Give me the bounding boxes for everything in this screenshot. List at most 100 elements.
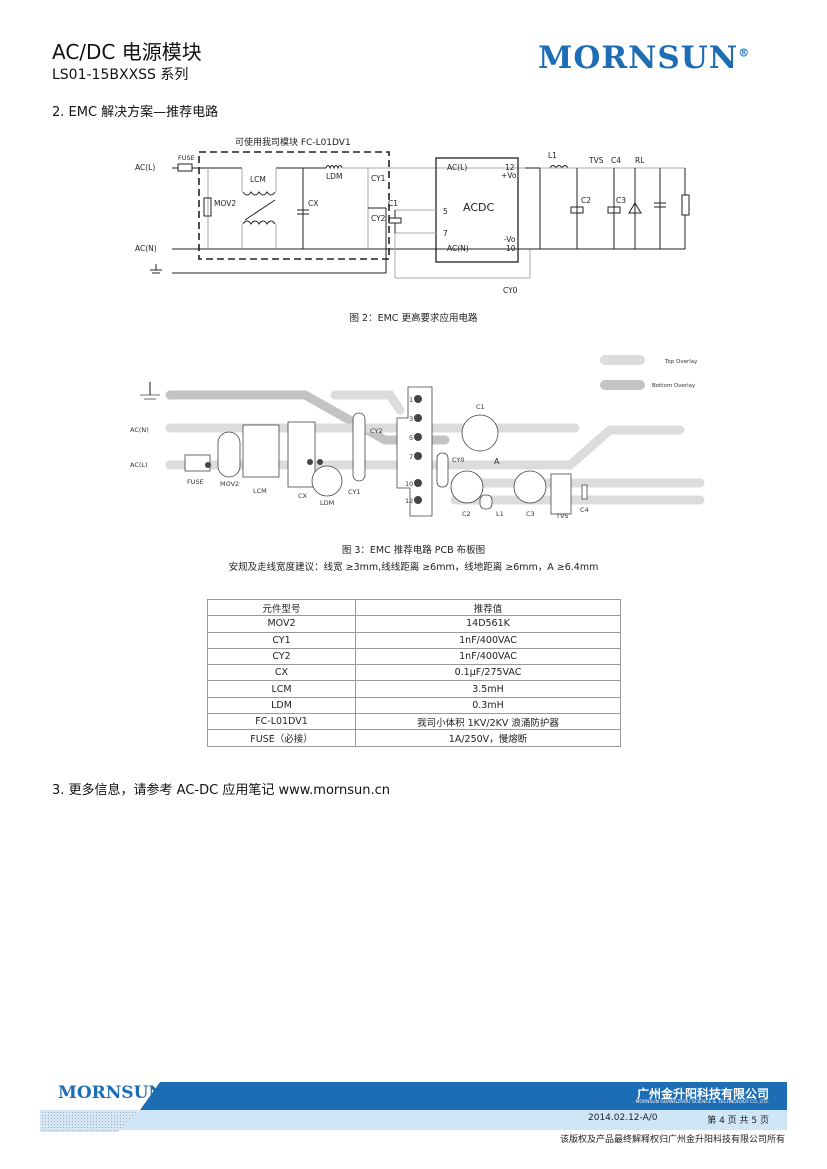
legend-top-overlay: Top Overlay: [664, 359, 698, 365]
pin-10: 10: [506, 244, 516, 253]
footer-logo-text: MORNSUN: [58, 1083, 164, 1103]
pcb-label-fuse: FUSE: [187, 478, 204, 486]
ldm-coil: [325, 165, 343, 170]
pin-10: 10: [405, 480, 413, 488]
cell-value: 0.1μF/275VAC: [355, 664, 621, 682]
page-title: AC/DC 电源模块: [52, 40, 202, 64]
lcm-bottom: [242, 220, 276, 225]
cell-part: CY2: [207, 647, 356, 666]
cell-value: 1nF/400VAC: [355, 647, 621, 666]
pin-acl: AC(L): [447, 163, 467, 172]
label-tvs: TVS: [588, 156, 604, 165]
label-cy0: CY0: [503, 286, 518, 295]
label-c2: C2: [581, 196, 591, 205]
pcb-label-cy1: CY1: [348, 488, 361, 496]
pcb-label-cy0: CY0: [452, 456, 465, 464]
pcb-label-acl: AC(L): [130, 461, 148, 469]
label-fuse: FUSE: [178, 154, 195, 162]
cell-part: CY1: [207, 631, 356, 649]
footer-banner: [40, 1082, 787, 1132]
pcb-label-cx: CX: [298, 492, 308, 500]
emc-schematic: 可使用我司模块 FC-L01DV1 AC(L) AC(N) FUSE MOV2 …: [135, 136, 690, 295]
cell-part: LDM: [207, 696, 356, 715]
header-value: 推荐值: [355, 598, 621, 617]
c1-symbol: [388, 217, 402, 224]
label-c3: C3: [616, 196, 626, 205]
pin-vo-pos: +Vo: [501, 171, 517, 180]
pcb-label-c1: C1: [476, 403, 485, 411]
product-series: LS01-15BXXSS 系列: [52, 67, 189, 83]
footer-company-cn: 广州金升阳科技有限公司: [636, 1087, 769, 1101]
section-3-heading: 3. 更多信息，请参考 AC-DC 应用笔记 www.mornsun.cn: [52, 783, 391, 798]
brand-logo: MORNSUN®: [538, 40, 750, 76]
pcb-label-a: A: [494, 457, 500, 466]
header-part: 元件型号: [207, 598, 356, 617]
pcb-label-c3: C3: [526, 510, 535, 518]
cell-value: 1A/250V，慢熔断: [355, 729, 621, 747]
section-2-heading: 2. EMC 解决方案—推荐电路: [52, 105, 219, 120]
cell-part: LCM: [207, 680, 356, 698]
pin-5: 5: [409, 434, 413, 442]
pcb-label-c4: C4: [580, 506, 589, 514]
lcm-top: [242, 191, 276, 196]
label-cy2: CY2: [371, 214, 386, 223]
cell-value: 我司小体积 1KV/2KV 浪涌防护器: [355, 713, 621, 731]
legend-bottom-overlay: Bottom Overlay: [652, 383, 696, 389]
label-mov2: MOV2: [214, 199, 236, 208]
pin-vo-neg: -Vo: [504, 235, 516, 244]
cell-part: CX: [207, 664, 356, 682]
footer-page: 第 4 页 共 5 页: [707, 1116, 769, 1126]
pcb-label-ldm: LDM: [320, 499, 334, 507]
cell-value: 14D561K: [355, 615, 621, 633]
pin-7: 7: [443, 229, 448, 238]
footer-logo-mark: ®: [163, 1084, 171, 1094]
module-label: 可使用我司模块 FC-L01DV1: [235, 136, 351, 148]
figure-3-caption: 图 3：EMC 推荐电路 PCB 布板图: [341, 545, 486, 556]
pin-5: 5: [443, 207, 448, 216]
figure-2-caption: 图 2：EMC 更高要求应用电路: [349, 313, 478, 324]
rl-symbol: [681, 194, 690, 216]
label-lcm: LCM: [250, 175, 266, 184]
label-c4: C4: [611, 156, 621, 165]
pcb-label-acn: AC(N): [130, 426, 149, 434]
footer-logo: MORNSUN®: [58, 1083, 171, 1103]
pin-12: 12: [405, 497, 413, 505]
label-acl: AC(L): [135, 163, 155, 172]
label-l1: L1: [548, 151, 557, 160]
pcb-label-lcm: LCM: [253, 487, 267, 495]
footer-company-en: MORNSUN GUANGZHOU SCIENCE & TECHNOLOGY C…: [635, 1100, 769, 1105]
footer-version: 2014.02.12-A/0: [588, 1113, 658, 1123]
label-ldm: LDM: [326, 172, 342, 181]
pcb-label-mov2: MOV2: [220, 480, 239, 488]
mov2-symbol: [203, 197, 212, 217]
pcb-label-tvs: TVS: [555, 512, 569, 520]
table-header-row: 元件型号推荐值: [207, 598, 621, 617]
label-acdc: ACDC: [463, 201, 494, 214]
pcb-layout: Top Overlay Bottom Overlay AC(N) AC(L) F…: [130, 355, 705, 520]
pin-7: 7: [409, 453, 413, 461]
cell-value: 0.3mH: [355, 696, 621, 715]
label-cy1: CY1: [371, 174, 386, 183]
pcb-label-cy2: CY2: [370, 427, 383, 435]
cell-value: 3.5mH: [355, 680, 621, 698]
pcb-label-l1: L1: [496, 510, 504, 518]
label-c1: C1: [388, 199, 398, 208]
table-row: FUSE（必接）1A/250V，慢熔断: [207, 729, 621, 747]
pcb-label-c2: C2: [462, 510, 471, 518]
footer-copyright: 该版权及产品最终解释权归广州金升阳科技有限公司所有: [559, 1135, 785, 1145]
logo-text: MORNSUN: [538, 40, 739, 76]
cell-part: FUSE（必接）: [207, 729, 356, 747]
label-rl: RL: [635, 156, 645, 165]
pin-1: 1: [409, 396, 413, 404]
logo-mark: ®: [738, 46, 751, 60]
pcb-note: 安规及走线宽度建议：线宽 ≥3mm,线线距离 ≥6mm，线地距离 ≥6mm，A …: [228, 562, 599, 573]
label-cx: CX: [308, 199, 318, 208]
